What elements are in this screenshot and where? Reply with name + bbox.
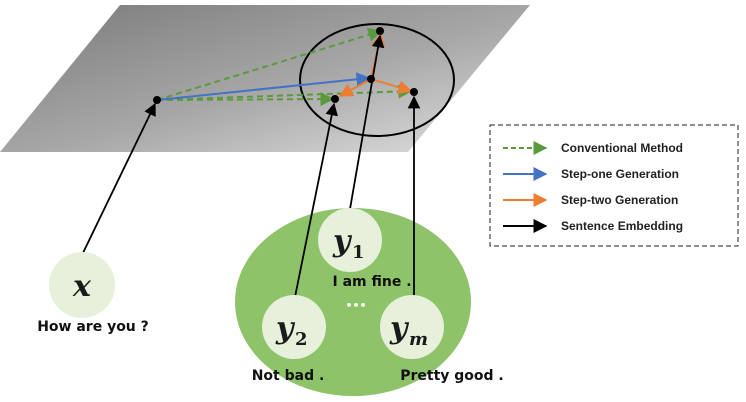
more-responses-ellipsis: ••• [345, 299, 366, 312]
legend: Conventional Method Step-one Generation … [489, 124, 739, 247]
node-y1-caption: I am fine . [332, 274, 411, 290]
node-y1-circle [318, 208, 382, 272]
embedding-plane [0, 5, 530, 152]
embedding-arrow-x [81, 102, 156, 256]
response-region-ellipse [299, 23, 455, 137]
node-y2-caption: Not bad . [252, 368, 325, 384]
step-two-arrow-to-y2 [338, 78, 372, 97]
legend-step-one-label: Step-one Generation [561, 167, 679, 181]
point-ym [410, 88, 418, 96]
node-ym-subscript: m [409, 329, 428, 350]
conventional-arrow-to-y1 [156, 28, 383, 101]
node-ym-caption: Pretty good . [400, 368, 504, 384]
node-ym-circle [380, 295, 444, 359]
legend-embedding-label: Sentence Embedding [561, 219, 683, 233]
embedding-arrow-y2 [294, 102, 338, 298]
point-y2 [331, 95, 339, 103]
step-one-arrow [156, 72, 371, 101]
node-x-caption: How are you ? [37, 319, 149, 335]
node-ym-symbol: y [389, 311, 410, 346]
node-y1-subscript: 1 [352, 242, 365, 263]
legend-conventional-label: Conventional Method [561, 141, 683, 155]
embedding-arrow-y1 [349, 34, 385, 210]
conventional-arrow-to-ym [156, 84, 413, 101]
step-two-arrow-to-ym [370, 78, 413, 95]
node-y2-subscript: 2 [295, 329, 308, 350]
node-y2-symbol: y [275, 311, 296, 346]
node-x-circle [49, 252, 115, 318]
node-y2-circle [262, 295, 326, 359]
node-x-symbol: x [72, 269, 92, 304]
legend-step-two-label: Step-two Generation [561, 193, 678, 207]
point-x [153, 96, 161, 104]
point-y1 [376, 27, 384, 35]
node-y1-symbol: y [332, 224, 353, 259]
